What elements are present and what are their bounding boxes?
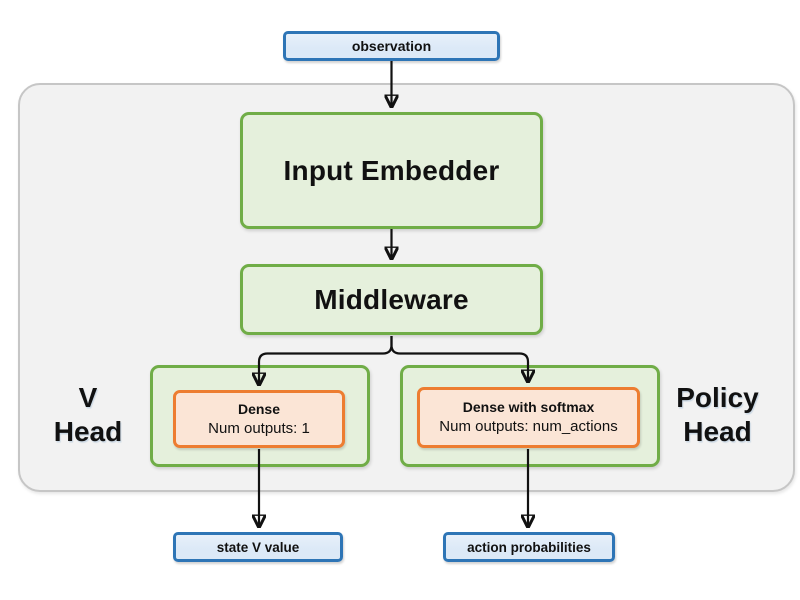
node-state-v-value: state V value [173, 532, 343, 562]
node-dense-softmax-title: Dense with softmax [462, 399, 595, 415]
node-action-probabilities: action probabilities [443, 532, 615, 562]
policy-head-label: Policy Head [655, 381, 780, 449]
node-input-embedder: Input Embedder [240, 112, 543, 229]
node-observation: observation [283, 31, 500, 61]
policy-head-label-line1: Policy [676, 382, 759, 413]
node-middleware-label: Middleware [314, 283, 469, 315]
v-head-label-line1: V [78, 382, 98, 413]
node-observation-label: observation [351, 38, 432, 54]
node-dense-v-title: Dense [237, 400, 281, 417]
node-dense-softmax-subtitle: Num outputs: num_actions [439, 418, 618, 435]
v-head-label-line2: Head [53, 416, 123, 447]
node-input-embedder-label: Input Embedder [283, 154, 500, 186]
node-state-v-value-label: state V value [216, 539, 300, 555]
node-dense-v: Dense Num outputs: 1 [173, 390, 345, 448]
node-middleware: Middleware [240, 264, 543, 335]
node-dense-softmax: Dense with softmax Num outputs: num_acti… [417, 387, 640, 448]
v-head-label: V Head [28, 381, 148, 449]
node-dense-v-subtitle: Num outputs: 1 [208, 419, 310, 437]
policy-head-label-line2: Head [683, 416, 752, 447]
node-action-probabilities-label: action probabilities [467, 539, 591, 555]
